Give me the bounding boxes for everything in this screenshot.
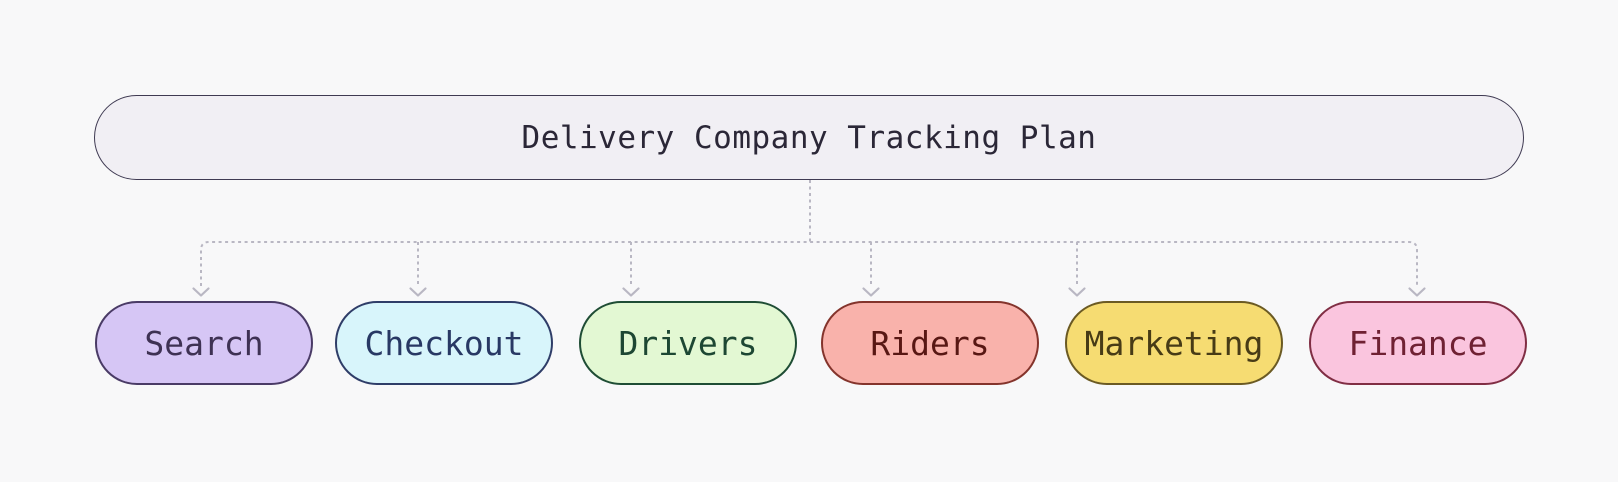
node-finance[interactable]: Finance [1309,301,1527,385]
arrow-down-icon [1068,287,1086,297]
arrow-down-icon [1408,287,1426,297]
arrow-down-icon [862,287,880,297]
node-search[interactable]: Search [95,301,313,385]
arrow-down-icon [192,287,210,297]
node-marketing[interactable]: Marketing [1065,301,1283,385]
node-label: Riders [870,323,990,363]
node-label: Marketing [1084,323,1264,363]
node-label: Drivers [618,323,758,363]
node-label: Checkout [364,323,524,363]
arrow-down-icon [409,287,427,297]
arrow-down-icon [622,287,640,297]
connector-rail [200,241,1418,286]
node-riders[interactable]: Riders [821,301,1039,385]
node-label: Finance [1348,323,1488,363]
node-checkout[interactable]: Checkout [335,301,553,385]
node-root-tracking-plan[interactable]: Delivery Company Tracking Plan [94,95,1524,180]
node-label: Search [144,323,264,363]
node-drivers[interactable]: Drivers [579,301,797,385]
node-label: Delivery Company Tracking Plan [521,119,1097,156]
